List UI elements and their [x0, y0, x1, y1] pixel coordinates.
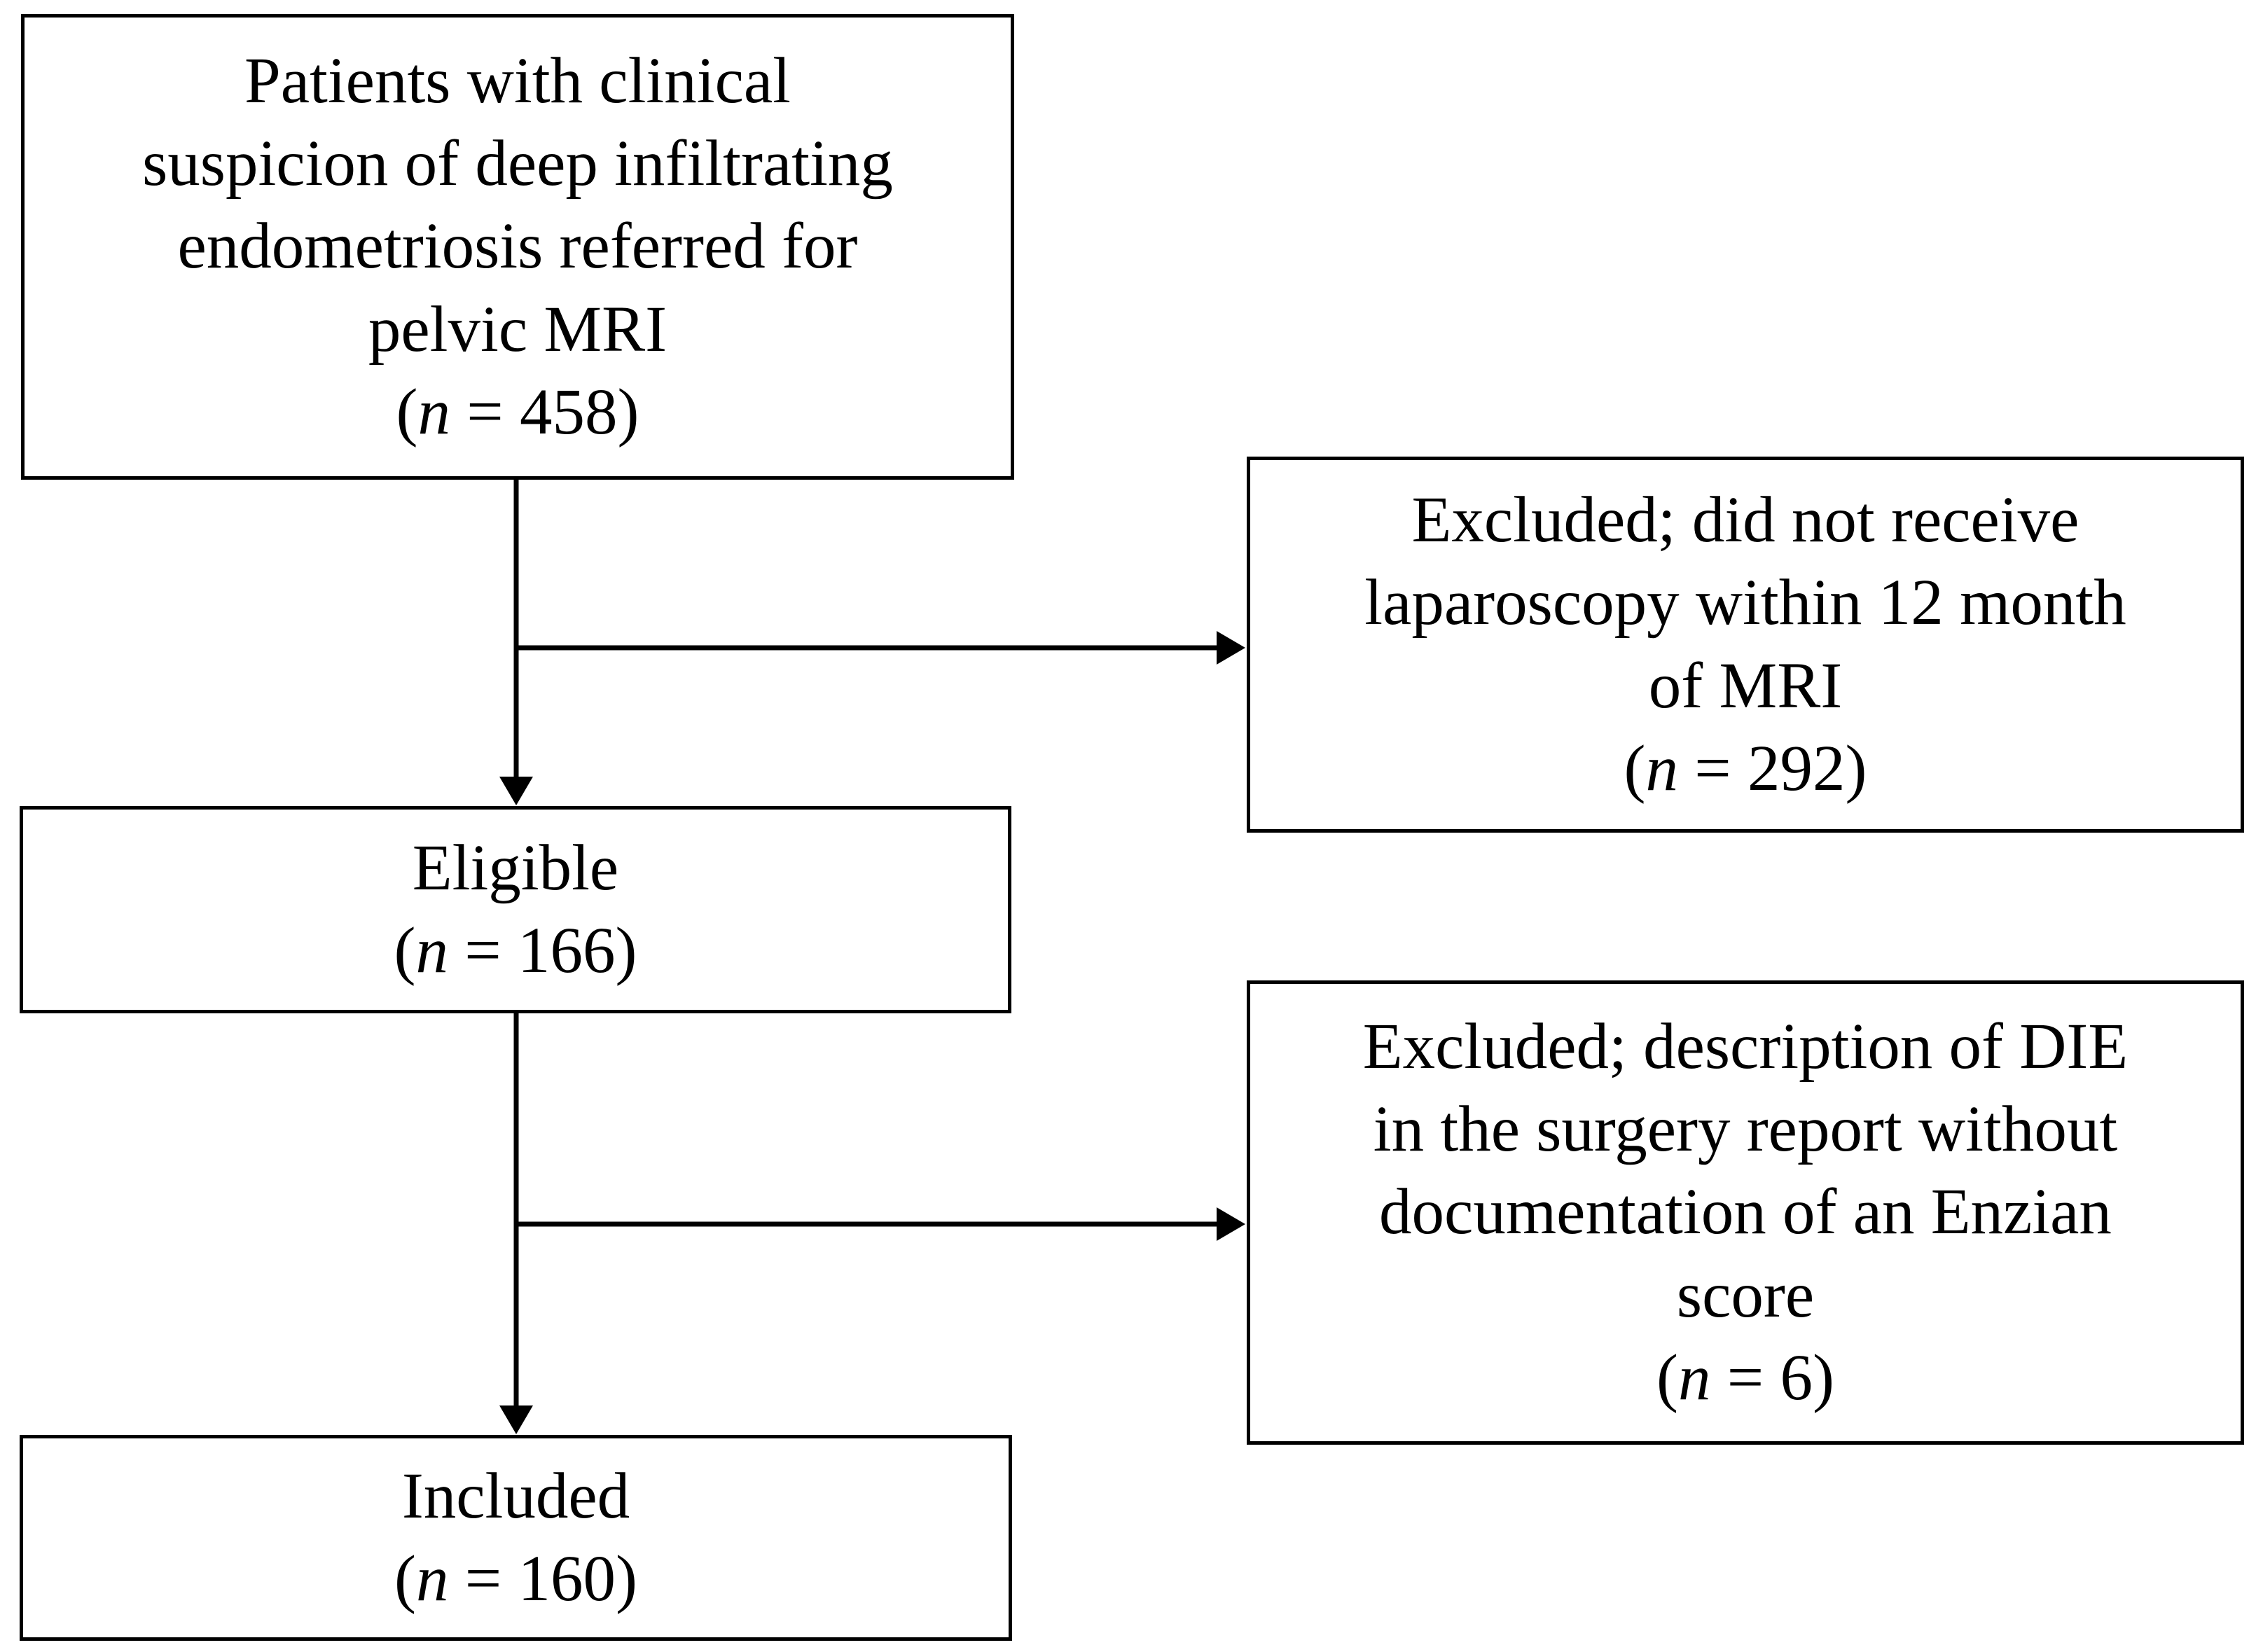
- flow-box-excluded-no-laparoscopy: Excluded; did not receive laparoscopy wi…: [1247, 457, 2244, 833]
- n-open-paren: (: [394, 915, 416, 987]
- n-symbol: n: [416, 1543, 449, 1615]
- box-text-excluded-no-enzian-score: Excluded; description of DIE in the surg…: [1362, 1011, 2129, 1331]
- box-n-patients-referred: (n = 458): [396, 371, 639, 454]
- n-open-paren: (: [1656, 1341, 1679, 1414]
- n-symbol: n: [417, 375, 451, 448]
- n-symbol: n: [1678, 1341, 1711, 1414]
- flow-box-excluded-no-enzian-score: Excluded; description of DIE in the surg…: [1247, 980, 2244, 1445]
- arrow-eligible-to-included-head: [499, 1405, 533, 1434]
- arrow-patients-to-eligible-head: [499, 777, 533, 805]
- n-value: = 6): [1710, 1341, 1834, 1414]
- box-text-patients-referred: Patients with clinical suspicion of deep…: [142, 45, 893, 366]
- n-value: = 160): [448, 1543, 637, 1615]
- n-symbol: n: [1645, 732, 1679, 805]
- n-open-paren: (: [396, 375, 418, 448]
- flow-box-patients-referred: Patients with clinical suspicion of deep…: [21, 14, 1014, 480]
- box-n-eligible: (n = 166): [394, 910, 637, 992]
- n-value: = 292): [1678, 732, 1867, 805]
- arrow-branch-to-excluded-enzian-head: [1217, 1207, 1245, 1241]
- flow-box-eligible: Eligible (n = 166): [20, 806, 1011, 1013]
- n-open-paren: (: [1624, 732, 1646, 805]
- box-n-excluded-no-enzian-score: (n = 6): [1656, 1337, 1834, 1420]
- n-open-paren: (: [394, 1543, 417, 1615]
- box-text-eligible: Eligible: [412, 831, 619, 904]
- n-symbol: n: [415, 915, 449, 987]
- flow-box-included: Included (n = 160): [20, 1435, 1012, 1641]
- arrow-branch-to-excluded-laparoscopy-head: [1217, 631, 1245, 665]
- box-text-excluded-no-laparoscopy: Excluded; did not receive laparoscopy wi…: [1364, 484, 2126, 722]
- n-value: = 166): [448, 915, 637, 987]
- n-value: = 458): [450, 375, 639, 448]
- box-n-included: (n = 160): [394, 1538, 637, 1620]
- box-n-excluded-no-laparoscopy: (n = 292): [1624, 728, 1867, 810]
- box-text-included: Included: [401, 1459, 630, 1532]
